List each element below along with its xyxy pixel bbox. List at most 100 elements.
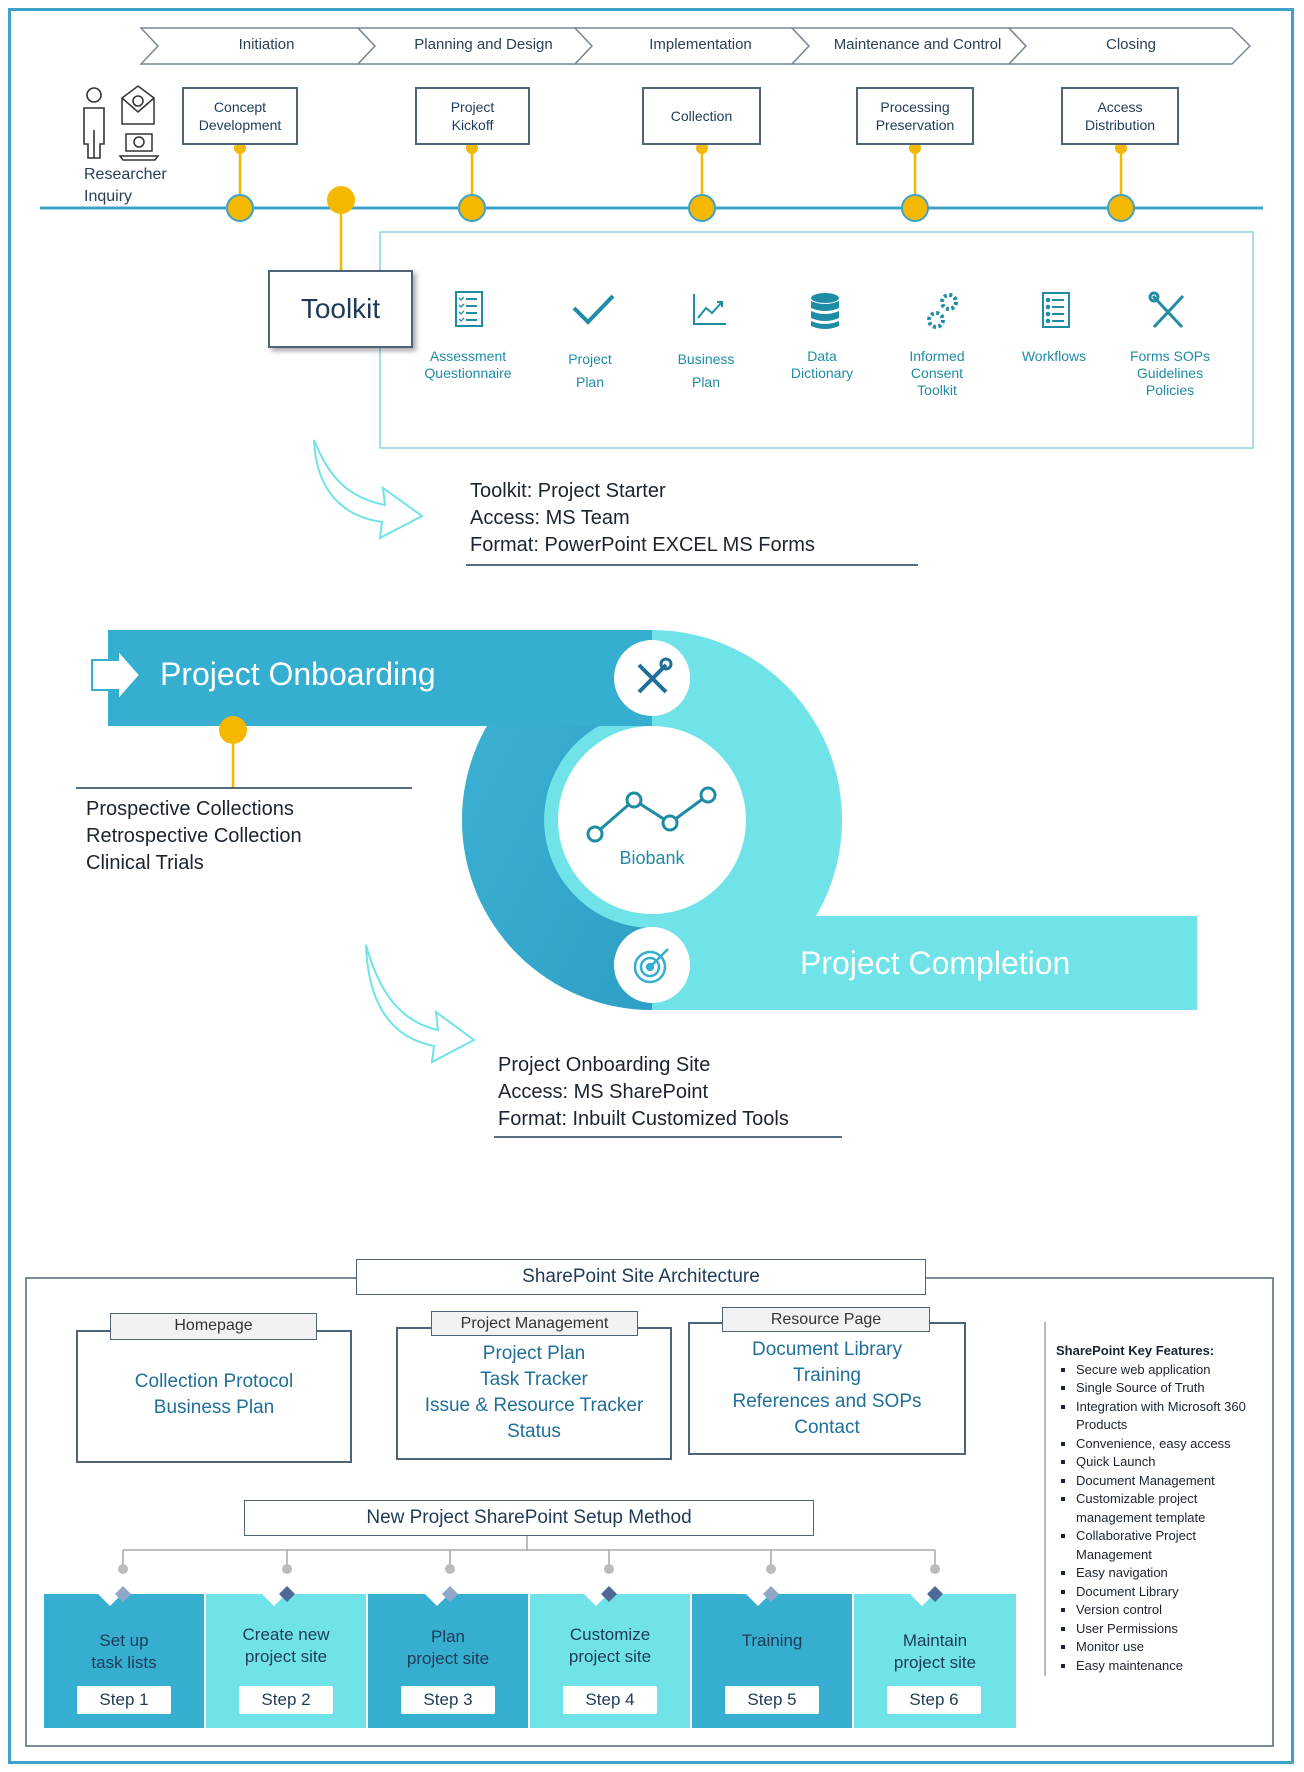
step-3-card: Plan project site Step 3 — [368, 1594, 528, 1728]
key-features-list: Secure web application Single Source of … — [1056, 1361, 1261, 1676]
starter-info-line-1: Toolkit: Project Starter — [470, 480, 666, 502]
biobank-trend-icon — [586, 786, 717, 843]
step-6-label: Step 6 — [887, 1686, 981, 1714]
curved-arrow-2 — [365, 944, 476, 1064]
architecture-title: SharePoint Site Architecture — [356, 1259, 926, 1295]
toolkit-item-forms-sops: Forms SOPs Guidelines Policies — [1129, 348, 1211, 398]
homepage-line-2: Business Plan — [153, 1397, 275, 1418]
resource-page-tab: Resource Page — [722, 1307, 930, 1332]
onboarding-title: Project Onboarding — [160, 656, 436, 692]
feature-item: Easy maintenance — [1076, 1657, 1261, 1676]
step-5-text: Training — [741, 1631, 803, 1650]
collection-line-3: Clinical Trials — [86, 852, 204, 874]
collection-line-1: Prospective Collections — [86, 798, 294, 820]
curved-arrow-1 — [313, 439, 424, 540]
database-icon — [811, 293, 839, 329]
step-5-label: Step 5 — [725, 1686, 819, 1714]
milestone-project-kickoff: Project Kickoff — [415, 87, 530, 145]
toolkit-item-business-plan: Business Plan — [677, 351, 735, 390]
step-3-label: Step 3 — [401, 1686, 495, 1714]
phase-label-planning: Planning and Design — [414, 36, 553, 53]
feature-item: Customizable project management template — [1076, 1490, 1261, 1527]
resource-page-line-1: Document Library — [752, 1339, 902, 1360]
toolkit-panel — [379, 231, 1254, 449]
feature-item: Document Library — [1076, 1583, 1261, 1602]
step-4-label: Step 4 — [563, 1686, 657, 1714]
researcher-inquiry-label: Researcher Inquiry — [84, 166, 167, 205]
step-4-card: Customize project site Step 4 — [530, 1594, 690, 1728]
resource-page-lines: Document Library Training References and… — [688, 1337, 966, 1441]
resource-page-line-2: Training — [793, 1365, 861, 1386]
key-features: SharePoint Key Features: Secure web appl… — [1056, 1342, 1261, 1675]
feature-item: Convenience, easy access — [1076, 1435, 1261, 1454]
feature-item: User Permissions — [1076, 1620, 1261, 1639]
resource-page-line-3: References and SOPs — [732, 1391, 922, 1412]
feature-item: Monitor use — [1076, 1638, 1261, 1657]
toolkit-item-workflows: Workflows — [1021, 348, 1087, 364]
project-management-line-3: Issue & Resource Tracker — [424, 1395, 644, 1416]
feature-item: Easy navigation — [1076, 1564, 1261, 1583]
homepage-lines: Collection Protocol Business Plan — [76, 1369, 352, 1421]
key-features-title: SharePoint Key Features: — [1056, 1343, 1215, 1358]
resource-page-box — [688, 1322, 966, 1455]
project-management-lines: Project Plan Task Tracker Issue & Resour… — [396, 1341, 672, 1445]
step-2-card: Create new project site Step 2 — [206, 1594, 366, 1728]
onboarding-pin-dot — [219, 716, 247, 744]
step-2-label: Step 2 — [239, 1686, 333, 1714]
laptop-icon — [118, 133, 160, 161]
step-1-label: Step 1 — [77, 1686, 171, 1714]
toolkit-title: Toolkit — [268, 270, 413, 348]
step-6-text: Maintain project site — [893, 1631, 977, 1672]
site-info-line-3: Format: Inbuilt Customized Tools — [498, 1108, 789, 1130]
step-4-text: Customize project site — [568, 1625, 652, 1666]
onboarding-arrow-icon — [91, 647, 142, 703]
setup-connector-dots — [118, 1564, 940, 1574]
feature-item: Collaborative Project Management — [1076, 1527, 1261, 1564]
milestone-concept-development: Concept Development — [182, 87, 298, 145]
resource-page-line-4: Contact — [794, 1417, 860, 1438]
step-6-card: Maintain project site Step 6 — [854, 1594, 1016, 1728]
list-document-icon — [1042, 292, 1070, 328]
phase-label-initiation: Initiation — [238, 36, 295, 53]
phase-label-maintenance: Maintenance and Control — [833, 36, 1002, 53]
toolkit-item-informed-consent: Informed Consent Toolkit — [909, 348, 965, 398]
wrench-screwdriver-icon — [637, 657, 673, 694]
target-icon — [633, 948, 669, 984]
tools-icon — [1148, 291, 1185, 329]
feature-item: Single Source of Truth — [1076, 1379, 1261, 1398]
milestone-access-distribution: Access Distribution — [1061, 87, 1179, 145]
feature-item: Quick Launch — [1076, 1453, 1261, 1472]
completion-title: Project Completion — [800, 945, 1071, 981]
researcher-person-icon — [83, 87, 105, 159]
ring-inner-white — [558, 726, 746, 914]
homepage-tab: Homepage — [110, 1313, 317, 1340]
collection-line-2: Retrospective Collection — [86, 825, 302, 847]
site-info-line-2: Access: MS SharePoint — [498, 1081, 709, 1103]
gears-icon — [927, 293, 958, 329]
milestone-processing-preservation: Processing Preservation — [856, 87, 974, 145]
biobank-label: Biobank — [619, 848, 685, 868]
toolkit-item-data-dictionary: Data Dictionary — [790, 348, 854, 381]
onboarding-band — [108, 630, 652, 726]
phase-chevron-5 — [1007, 27, 1252, 65]
site-info-line-1: Project Onboarding Site — [498, 1054, 711, 1076]
checklist-icon — [455, 291, 483, 327]
email-icon — [121, 85, 155, 125]
homepage-line-1: Collection Protocol — [134, 1371, 294, 1392]
checkmark-icon — [572, 294, 615, 325]
step-5-card: Training Step 5 — [692, 1594, 852, 1728]
toolkit-item-project-plan: Project Plan — [568, 351, 612, 390]
feature-item: Integration with Microsoft 360 Products — [1076, 1398, 1261, 1435]
project-management-line-2: Task Tracker — [480, 1369, 588, 1390]
phase-chevrons — [139, 27, 1252, 65]
milestone-dots — [226, 142, 1135, 222]
milestone-collection: Collection — [642, 87, 761, 145]
outer-frame — [8, 8, 1294, 1764]
completion-band — [652, 916, 1197, 1010]
starter-info-line-2: Access: MS Team — [470, 507, 630, 529]
step-1-card: Set up task lists Step 1 — [44, 1594, 204, 1728]
setup-method-title: New Project SharePoint Setup Method — [244, 1500, 814, 1536]
project-management-line-1: Project Plan — [482, 1343, 586, 1364]
phase-label-implementation: Implementation — [649, 36, 752, 53]
